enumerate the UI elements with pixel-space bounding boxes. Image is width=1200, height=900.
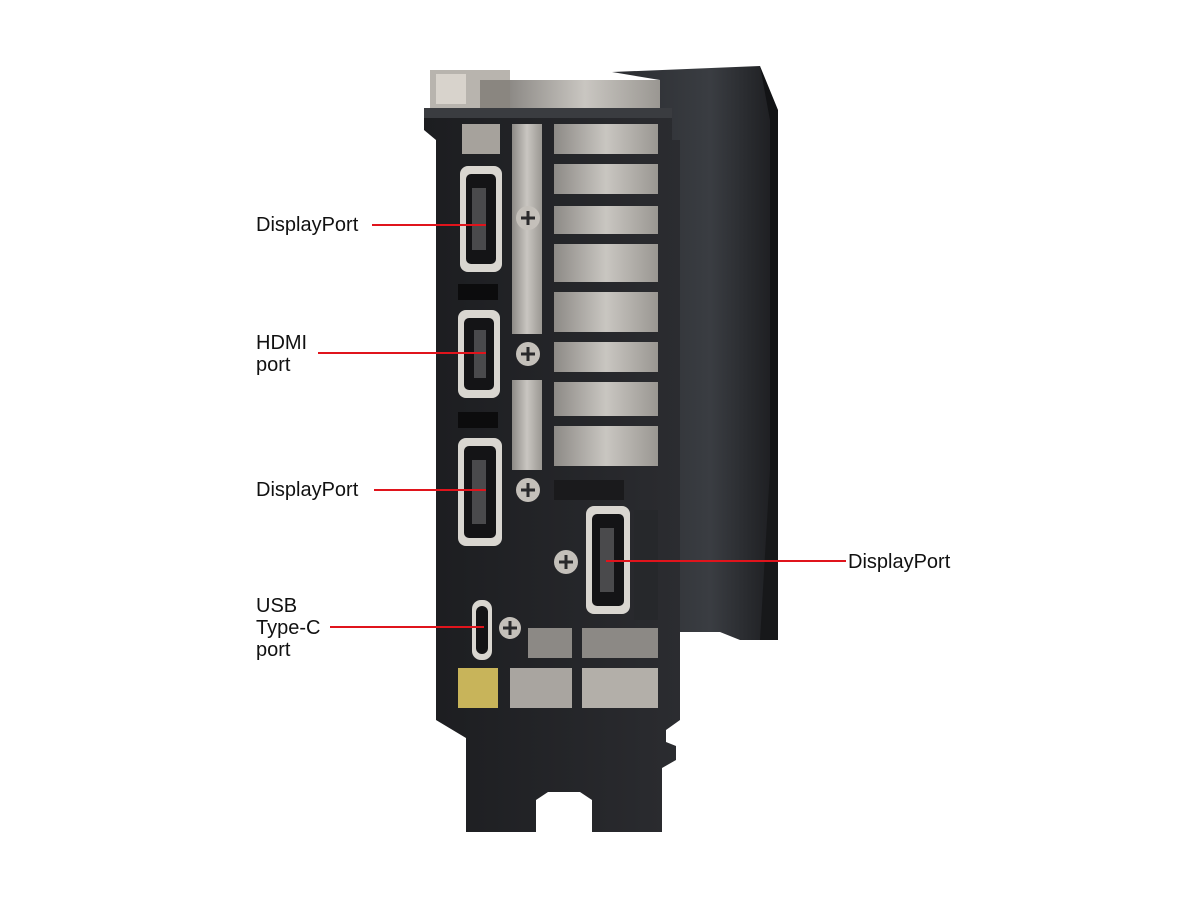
- callout-lines: [318, 224, 846, 628]
- heatsink-top: [430, 70, 660, 120]
- vent-windows: [458, 124, 658, 708]
- label-displayport-1: DisplayPort: [256, 214, 359, 236]
- usb-c-connector: [472, 600, 492, 660]
- label-displayport-3: DisplayPort: [848, 551, 951, 573]
- label-hdmi-port: HDMI port: [256, 332, 308, 376]
- label-usb-type-c-port: USB Type-C port: [256, 595, 321, 661]
- bracket-slots: [458, 284, 498, 428]
- cooler-shroud: [612, 66, 778, 640]
- displayport-connector-2: [458, 438, 502, 546]
- label-displayport-2: DisplayPort: [256, 479, 359, 501]
- bracket-screws: [499, 206, 578, 639]
- displayport-connector-1: [460, 166, 502, 272]
